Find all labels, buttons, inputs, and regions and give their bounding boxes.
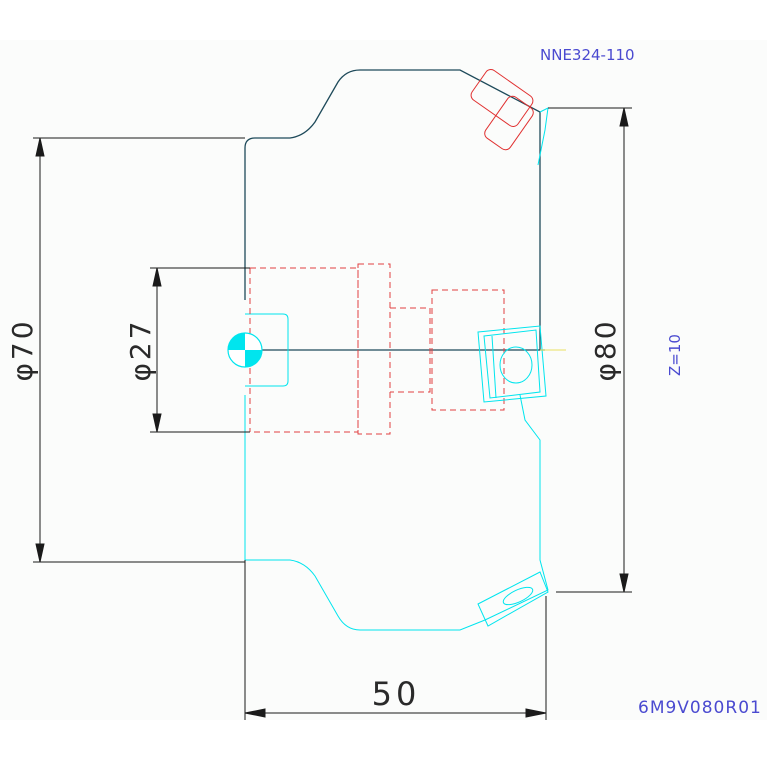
dim-d80 — [548, 107, 632, 593]
top-insert — [470, 69, 534, 151]
drawing-canvas — [0, 40, 767, 720]
teeth-count-label: Z=10 — [666, 334, 684, 376]
part-number-label: NNE324-110 — [540, 46, 635, 64]
tool-body-outline — [244, 69, 541, 350]
dim-d80-label: φ80 — [589, 318, 622, 381]
dim-d27-label: φ27 — [124, 318, 157, 381]
bore-notch — [245, 313, 289, 387]
dim-length-label: 50 — [372, 675, 421, 713]
dim-d70-label: φ70 — [6, 318, 39, 381]
model-code-label: 6M9V080R01 — [638, 698, 762, 718]
insert-pocket — [477, 325, 566, 403]
upper-cyan-edge — [537, 107, 549, 166]
dim-length — [244, 560, 547, 720]
bottom-insert — [477, 571, 549, 627]
tool-body-lower — [244, 394, 549, 631]
dim-d70 — [33, 137, 245, 563]
center-mark — [227, 332, 263, 368]
dim-d27 — [150, 267, 250, 433]
